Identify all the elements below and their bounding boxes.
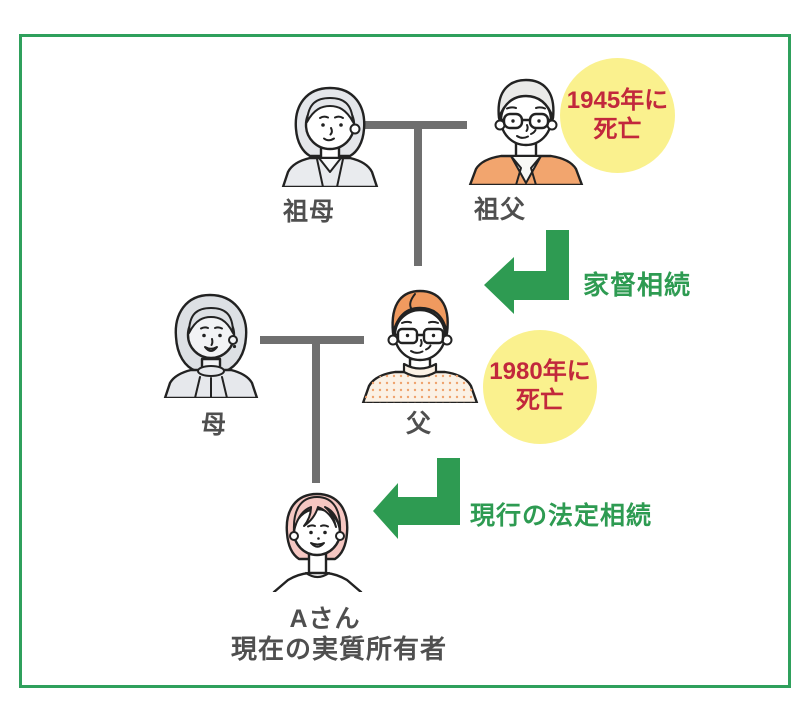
death-1980-line2: 死亡 [516,387,564,414]
father-label: 父 [405,410,433,438]
diagram-border [19,34,791,688]
mother-avatar [163,293,259,398]
statutory-inheritance-label: 現行の法定相続 [470,502,653,530]
parents-to-a-connector-vertical [312,336,320,483]
grandmother-avatar [281,86,379,187]
grandmother-label: 祖母 [282,198,336,226]
person-a-label: Aさん [289,605,361,633]
death-1980-badge: 1980年に 死亡 [483,330,597,444]
father-avatar [361,289,479,403]
death-1980-line1: 1980年に [489,358,591,386]
death-1945-badge: 1945年に 死亡 [560,58,675,173]
headship-inheritance-label: 家督相続 [583,270,692,300]
death-1945-line1: 1945年に [566,86,669,114]
grandparents-to-father-connector-vertical [414,121,422,266]
grandfather-label: 祖父 [473,196,527,224]
grandfather-avatar [468,78,584,185]
person-a-sublabel: 現在の実質所有者 [230,634,448,664]
person-a-avatar [272,492,363,592]
death-1945-line2: 死亡 [593,115,642,143]
mother-label: 母 [200,411,228,439]
